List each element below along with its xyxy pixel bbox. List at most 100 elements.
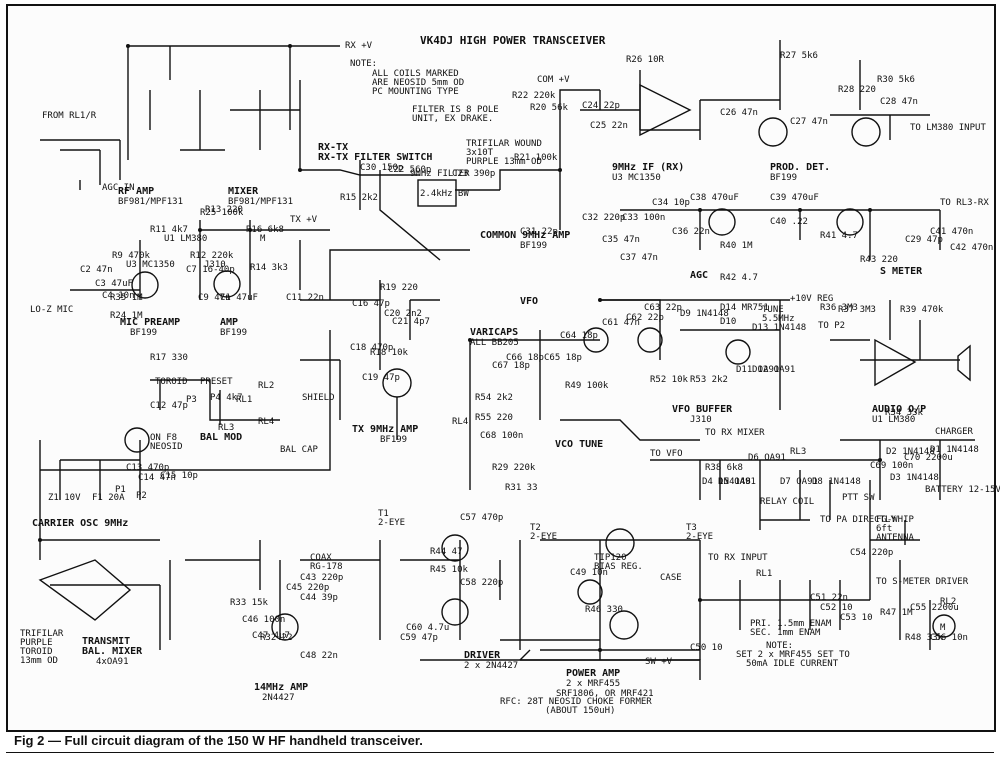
to-s-meter-label: TO S-METER DRIVER (876, 577, 969, 587)
component-label: R45 10k (430, 565, 469, 575)
mic-preamp-part: BF199 (130, 328, 157, 338)
component-label: R13 220 (205, 205, 243, 215)
amp-title: AMP (220, 317, 238, 328)
relay-coil-label: RELAY COIL (760, 497, 814, 507)
component-label: C45 220p (286, 583, 329, 593)
rf-amp-title: RF AMP (118, 186, 154, 197)
prod-det-part: BF199 (770, 173, 797, 183)
component-label: R28 220 (838, 85, 876, 95)
component-label: C49 10n (570, 568, 608, 578)
to-pa-label: TO PA DIRECTLY (820, 515, 896, 525)
battery-label: BATTERY 12-15V (925, 485, 1000, 495)
component-label: R47 1M (880, 608, 913, 618)
component-label: R21 100k (514, 153, 558, 163)
component-label: C42 470n (950, 243, 993, 253)
lo-z-mic-label: LO-Z MIC (30, 305, 73, 315)
component-label: C66 18p (506, 353, 544, 363)
bal-mod-title: BAL MOD (200, 432, 242, 443)
component-label: C48 22n (300, 651, 338, 661)
component-label: R41 4.7 (820, 231, 858, 241)
component-label: C44 39p (300, 593, 338, 603)
component-label: C30 150p (360, 163, 403, 173)
rl1-label: RL1 (756, 569, 772, 579)
component-label: C19 47p (362, 373, 400, 383)
t3-label: T3 (686, 523, 697, 533)
component-label: C51 22n (810, 593, 848, 603)
filter-note-1: UNIT, EX DRAKE. (412, 114, 493, 124)
component-label: R52 10k (650, 375, 689, 385)
component-label: C64 18p (560, 331, 598, 341)
component-label: D1 1N4148 (930, 445, 979, 455)
component-label: P1 (115, 485, 126, 495)
component-label: C23 390p (452, 169, 495, 179)
component-label: C33 100n (622, 213, 665, 223)
note-top-1: ALL COILS MARKED (372, 69, 459, 79)
note-bottom-2: 50mA IDLE CURRENT (746, 659, 839, 669)
figure-caption: Fig 2 — Full circuit diagram of the 150 … (14, 733, 423, 748)
component-label: R36 3M3 (820, 303, 858, 313)
trifilar-wound-1: 3x10T (466, 148, 494, 158)
component-label: R24 1M (110, 311, 143, 321)
component-label: C7 16-40p (186, 265, 235, 275)
component-label: C53 10 (840, 613, 873, 623)
component-label: C37 47n (620, 253, 658, 263)
component-label: R30 5k6 (877, 75, 915, 85)
component-label: R20 56k (530, 103, 569, 113)
note-top-0: NOTE: (350, 59, 377, 69)
trifilar-purple-3: 13mm OD (20, 656, 58, 666)
component-label: U1 LM380 (164, 234, 207, 244)
to-rx-input-label: TO RX INPUT (708, 553, 768, 563)
component-label: M (260, 234, 266, 244)
mixer-part: BF981/MPF131 (228, 197, 293, 207)
component-label: RL1 (236, 395, 252, 405)
tune-1: 5.5MHz (762, 314, 795, 324)
component-label: R54 2k2 (475, 393, 513, 403)
component-label: D6 OA91 (748, 453, 786, 463)
tx-v-label: TX +V (290, 215, 318, 225)
component-label: C13 470p (126, 463, 169, 473)
component-label: C63 22p (644, 303, 682, 313)
component-label: F1 20A (92, 493, 125, 503)
component-label: R11 4k7 (150, 225, 188, 235)
component-label: R14 3k3 (250, 263, 288, 273)
power-amp-part-0: 2 x MRF455 (566, 679, 620, 689)
component-label: R53 2k2 (690, 375, 728, 385)
tx-amp-part: BF199 (380, 435, 407, 445)
component-label: C16 47p (352, 299, 390, 309)
filter-switch-title: RX-TX (318, 142, 348, 153)
component-label: R44 47 (430, 547, 463, 557)
component-label: C58 220p (460, 578, 503, 588)
component-label: U3 MC1350 (126, 260, 175, 270)
trifilar-purple-1: PURPLE (20, 638, 53, 648)
to-vfo-label: TO VFO (650, 449, 683, 459)
tip-bias-0: TIP120 (594, 553, 627, 563)
component-label: C56 10n (930, 633, 968, 643)
trifilar-purple-0: TRIFILAR (20, 629, 64, 639)
transmit-mixer-1: BAL. MIXER (82, 646, 143, 657)
component-label: R15 2k2 (340, 193, 378, 203)
note-bottom-0: NOTE: (766, 641, 793, 651)
component-label: C20 2n2 (384, 309, 422, 319)
component-label: C61 47n (602, 318, 640, 328)
component-label: P2 (136, 491, 147, 501)
component-label: P3 (186, 395, 197, 405)
s-meter-title: S METER (880, 266, 923, 277)
component-label: C9 47n (198, 293, 231, 303)
on-f8-0: ON F8 (150, 433, 177, 443)
varicaps-title: VARICAPS (470, 327, 518, 338)
component-label: P4 4k7 (210, 393, 243, 403)
component-label: R46 330 (585, 605, 623, 615)
component-label: R31 33 (505, 483, 538, 493)
component-label: R9 470k (112, 251, 151, 261)
filter-note-0: FILTER IS 8 POLE (412, 105, 499, 115)
t2-label: T2 (530, 523, 541, 533)
component-label: C21 4p7 (392, 317, 430, 327)
component-label: C50 10 (690, 643, 723, 653)
component-label: R43 220 (860, 255, 898, 265)
component-label: R34 33k (885, 408, 924, 418)
note-top-3: PC MOUNTING TYPE (372, 87, 459, 97)
if-rx-title: 9MHz IF (RX) (612, 162, 684, 173)
component-label: R18 10k (370, 348, 409, 358)
